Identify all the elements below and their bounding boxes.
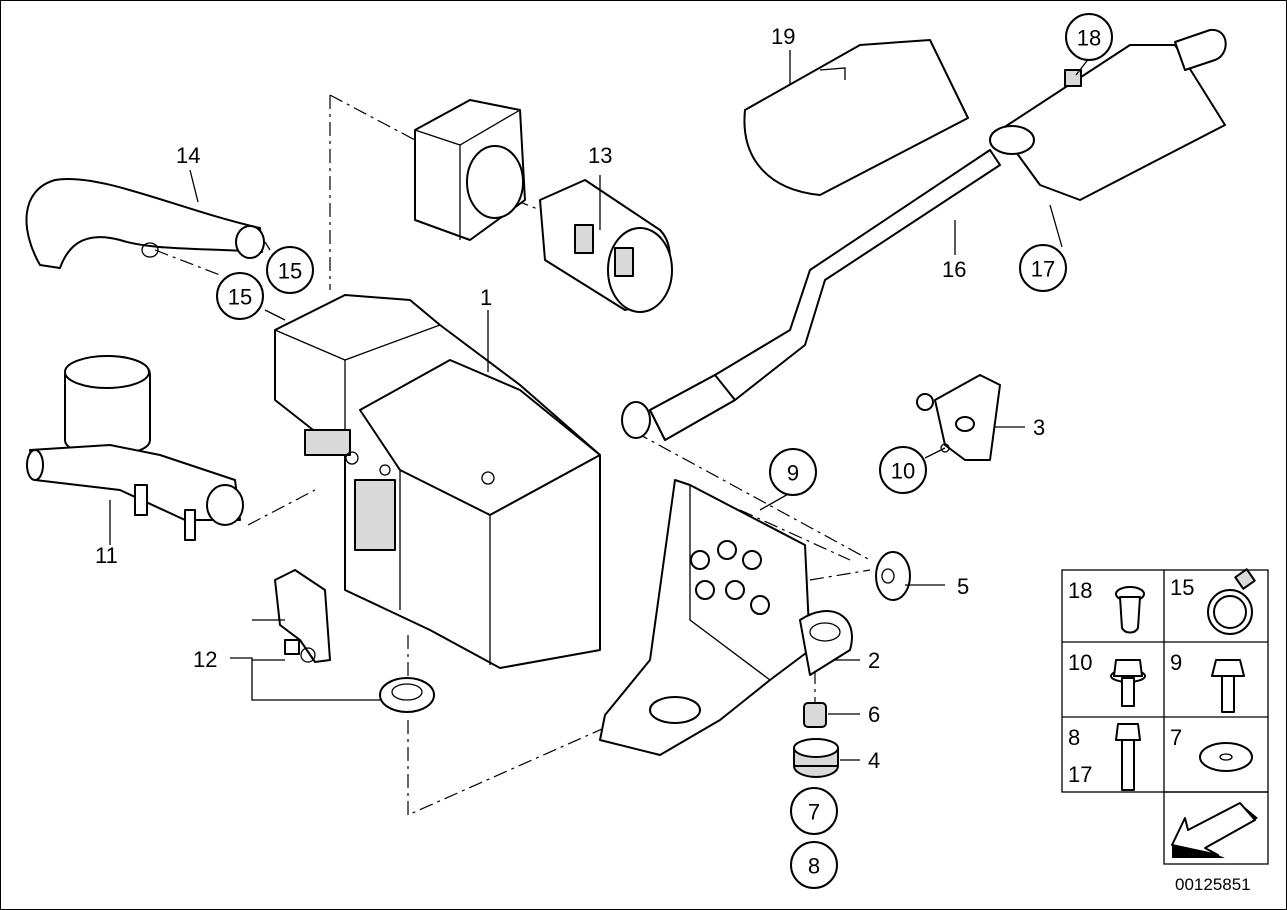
coolant-hose-part [25,177,265,269]
long-screw-icon [1115,723,1141,791]
label-part-3: 3 [1033,415,1045,440]
holder-part [916,374,1001,461]
svg-text:17: 17 [1031,257,1055,282]
orientation-arrow-icon [1171,802,1258,858]
fuel-filter-part [414,99,673,313]
rubber-plug-part [875,551,911,601]
hose-clamp-icon [1207,568,1256,635]
svg-text:8: 8 [808,854,820,879]
legend-cell-10: 10 [1068,650,1092,675]
label-part-2: 2 [868,648,880,673]
svg-text:10: 10 [891,459,915,484]
circle-label-7: 7 [790,787,838,835]
label-part-5: 5 [957,574,969,599]
legend-cell-8: 8 [1068,725,1080,750]
rubber-mount-part [793,738,839,778]
label-part-12: 12 [193,647,217,672]
heat-shield-part [743,39,969,196]
circle-label-15-lower: 15 [216,272,264,320]
svg-text:9: 9 [787,461,799,486]
circle-label-15-upper: 15 [266,246,314,294]
circle-label-17: 17 [1019,244,1067,292]
circle-label-8: 8 [790,841,838,889]
catalog-number: 00125851 [1175,875,1251,894]
sleeve-icon [1115,586,1145,634]
leader-lines [109,50,1091,761]
label-part-16: 16 [942,257,966,282]
svg-text:15: 15 [278,259,302,284]
legend-cell-9: 9 [1170,650,1182,675]
circle-label-10: 10 [879,446,927,494]
label-part-1: 1 [480,285,492,310]
legend-cell-15: 15 [1170,575,1194,600]
hex-bolt-icon [1211,659,1245,713]
legend-cell-7: 7 [1170,725,1182,750]
svg-text:7: 7 [808,800,820,825]
mounting-bracket-part [599,479,853,756]
heater-unit-part [274,294,601,669]
svg-text:18: 18 [1077,26,1101,51]
silencer-part [989,28,1227,201]
flange-bolt-icon [1110,659,1146,707]
circle-label-18: 18 [1065,13,1113,61]
exhaust-pipe-part [621,149,1001,441]
label-part-11: 11 [95,543,118,568]
circled-labels: 15 15 9 10 7 8 17 18 [216,13,1113,889]
svg-text:15: 15 [228,285,252,310]
legend-cell-17: 17 [1068,762,1092,787]
label-part-19: 19 [771,24,795,49]
hardware-legend: 18 15 10 9 8 17 7 [1061,568,1269,865]
part-number-labels: 1 2 3 4 5 6 11 12 13 14 16 19 [95,24,1045,773]
heater-bracket-part [274,569,331,663]
circle-label-9: 9 [769,448,817,496]
label-part-4: 4 [868,748,880,773]
spacer-sleeve-part [803,702,827,728]
washer-icon [1199,742,1253,772]
label-part-6: 6 [868,702,880,727]
label-part-13: 13 [588,143,612,168]
legend-cell-18: 18 [1068,578,1092,603]
circulation-pump-part [26,355,244,541]
grommet-part [379,677,435,713]
label-part-14: 14 [176,143,200,168]
